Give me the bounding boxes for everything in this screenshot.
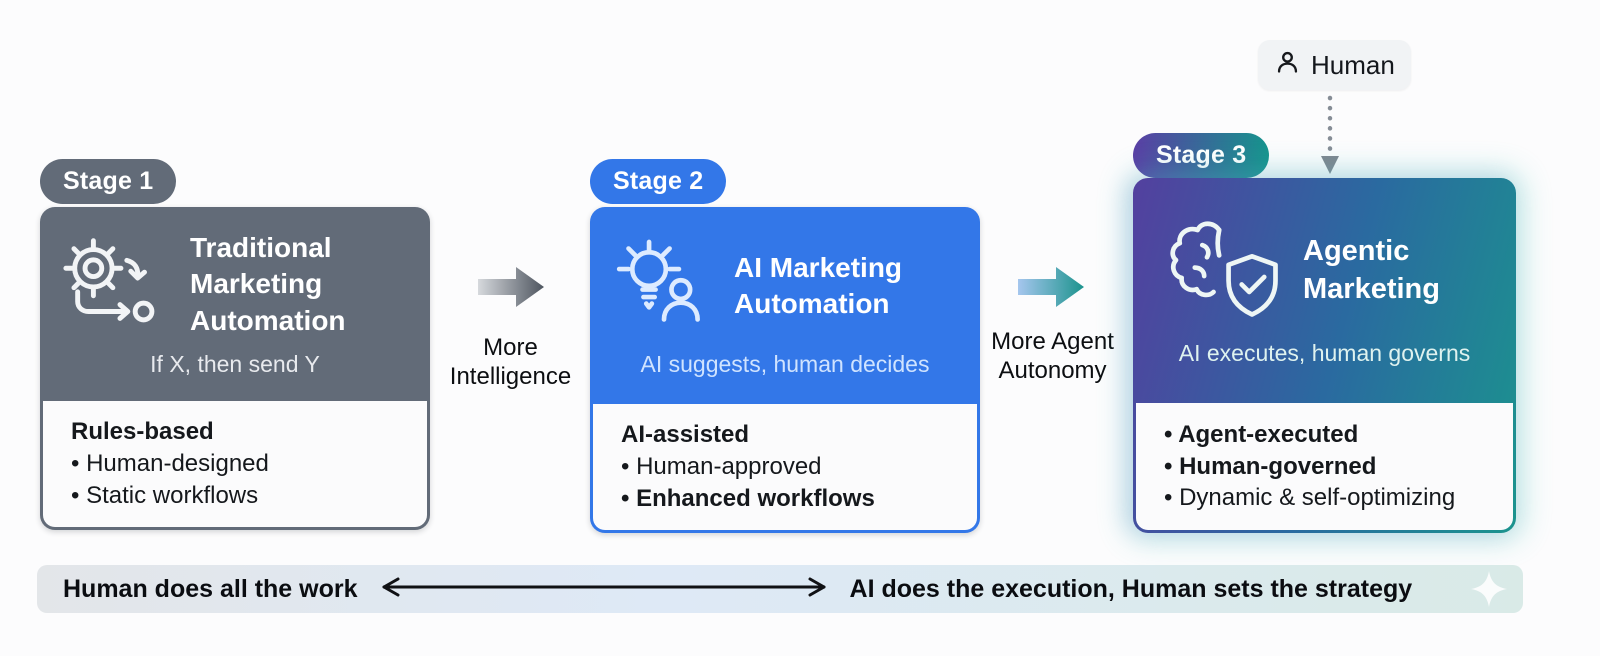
gear-workflow-icon — [58, 232, 176, 337]
more-agent-autonomy-arrow-icon — [1018, 264, 1086, 310]
human-badge: Human — [1258, 40, 1411, 90]
stage-3-card: Agentic Marketing AI executes, human gov… — [1133, 178, 1516, 533]
more-agent-autonomy-label: More Agent Autonomy — [991, 328, 1114, 385]
stage-1-card-header: Traditional Marketing Automation If X, t… — [40, 207, 430, 401]
feature-item: Enhanced workflows — [621, 483, 949, 515]
feature-heading: AI-assisted — [621, 421, 750, 449]
feature-item: Agent-executed — [1164, 419, 1485, 451]
stage-3-subtitle: AI executes, human governs — [1178, 339, 1471, 366]
stage-1-features: Rules-based Human-designed Static workfl… — [43, 401, 427, 527]
feature-item: Static workflows — [71, 480, 399, 512]
stage-3-badge: Stage 3 — [1133, 133, 1270, 178]
person-icon — [1274, 49, 1301, 81]
stage-1-subtitle: If X, then send Y — [150, 351, 320, 378]
human-badge-label: Human — [1311, 49, 1395, 80]
spectrum-left-label: Human does all the work — [63, 574, 358, 603]
lightbulb-person-icon — [608, 234, 720, 339]
feature-item: Human-designed — [71, 448, 399, 480]
feature-heading: Rules-based — [71, 418, 214, 446]
stage-3-features: Agent-executed Human-governed Dynamic & … — [1136, 403, 1513, 530]
stage-1-badge: Stage 1 — [40, 159, 177, 204]
stage-2-subtitle: AI suggests, human decides — [640, 350, 930, 377]
feature-item: Human-governed — [1164, 451, 1485, 483]
stage-3-title: Agentic Marketing — [1303, 235, 1440, 305]
more-intelligence-arrow-icon — [478, 264, 546, 310]
spectrum-bar: Human does all the work AI does the exec… — [37, 565, 1523, 613]
stage-3-card-header: Agentic Marketing AI executes, human gov… — [1133, 178, 1516, 403]
brain-shield-icon — [1161, 215, 1283, 328]
stage-2-title: AI Marketing Automation — [734, 251, 903, 320]
stage-2-features: AI-assisted Human-approved Enhanced work… — [593, 404, 977, 530]
stage-2-card-header: AI Marketing Automation AI suggests, hum… — [590, 207, 980, 404]
stage-1-card: Traditional Marketing Automation If X, t… — [40, 207, 430, 530]
feature-item: Dynamic & self-optimizing — [1164, 482, 1485, 514]
double-headed-arrow-icon — [374, 576, 834, 603]
sparkle-icon — [1469, 569, 1509, 614]
stage-2-card: AI Marketing Automation AI suggests, hum… — [590, 207, 980, 533]
stage-1-title: Traditional Marketing Automation — [190, 232, 346, 336]
stage-2-badge: Stage 2 — [590, 159, 727, 204]
dotted-down-arrow-icon — [1318, 94, 1342, 180]
more-intelligence-label: More Intelligence — [449, 334, 572, 391]
feature-item: Human-approved — [621, 451, 949, 483]
spectrum-right-label: AI does the execution, Human sets the st… — [849, 574, 1413, 603]
